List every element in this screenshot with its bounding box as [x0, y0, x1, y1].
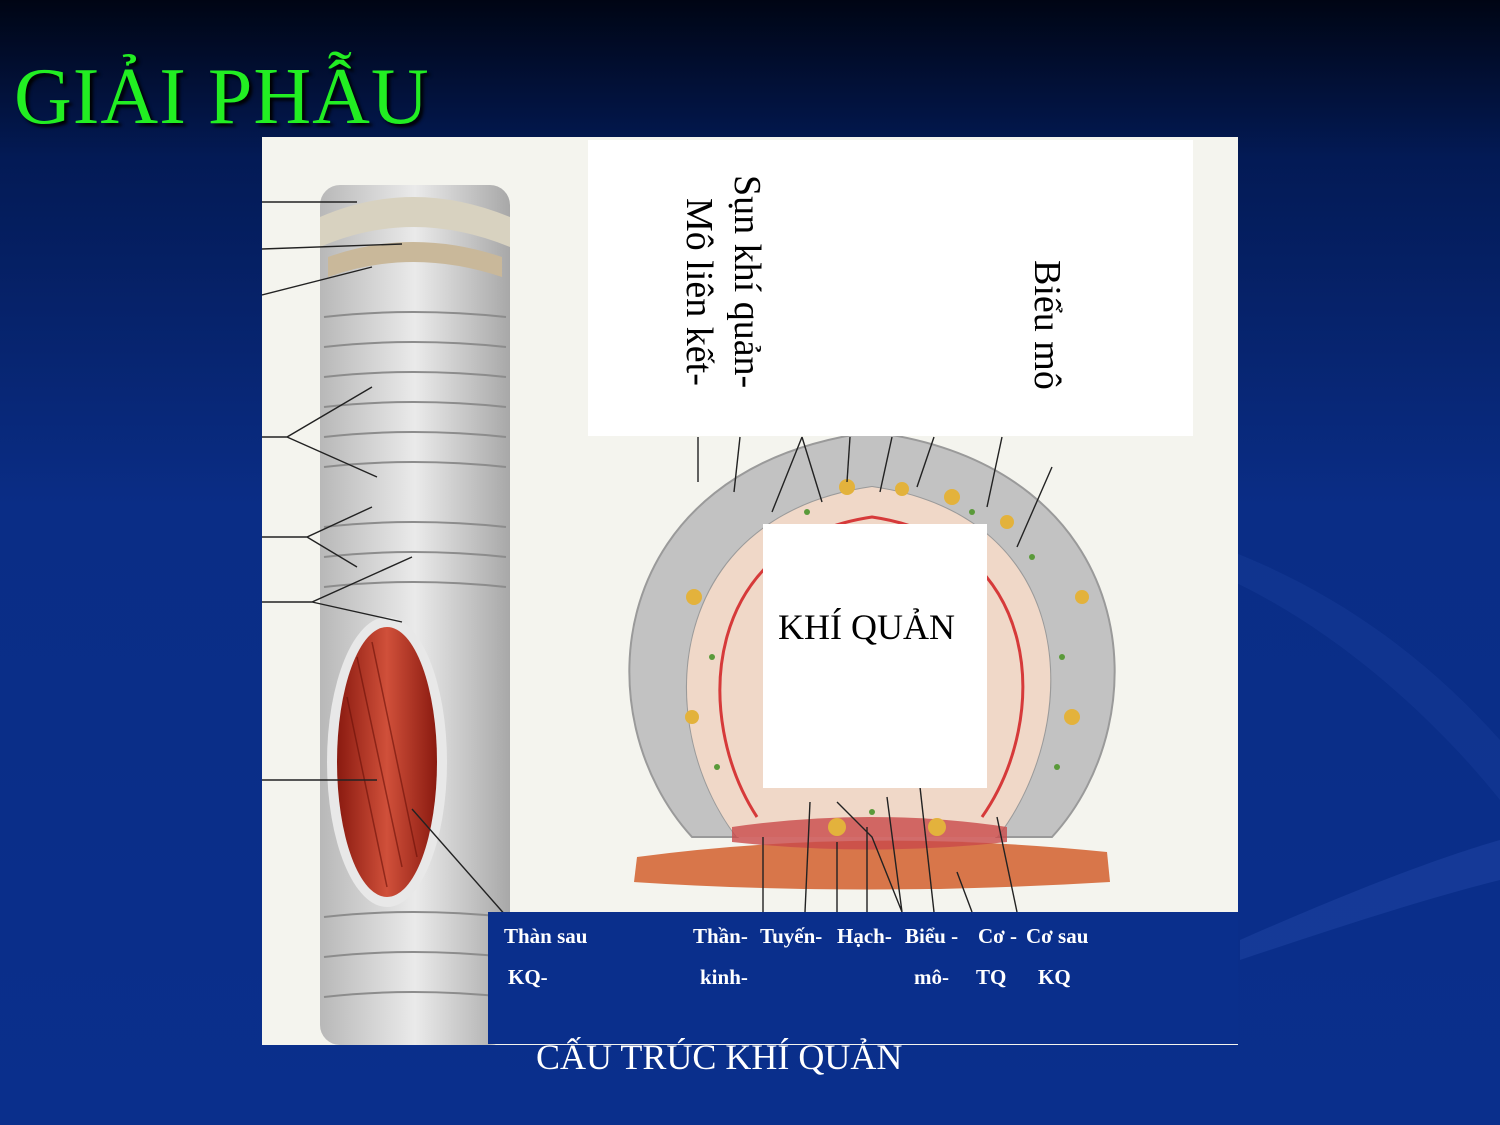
label-epithelium: Biểu mô — [1026, 260, 1068, 390]
label-tq: TQ — [976, 965, 1007, 989]
lumen-label-box: KHÍ QUẢN — [763, 524, 987, 788]
bottom-label-strip: Thàn sau Thần- Tuyến- Hạch- Biểu - Cơ - … — [488, 912, 1238, 1044]
label-posterior-nerve: Thàn sau — [504, 924, 588, 948]
top-label-panel: Sụn khí quản- Mô liên kết- Biểu mô — [588, 140, 1193, 436]
trachea-side-view — [262, 185, 510, 1045]
label-connective-tissue: Mô liên kết- — [678, 198, 720, 386]
label-nerve: Thần- — [693, 924, 748, 948]
slide-title: GIẢI PHẪU — [14, 53, 430, 141]
label-kq-2: KQ — [1038, 965, 1071, 989]
label-epithelium-bottom: Biểu - — [905, 924, 959, 948]
label-kq-1: KQ- — [508, 965, 548, 989]
label-muscle: Cơ - — [978, 924, 1018, 948]
label-ganglion: Hạch- — [837, 924, 892, 948]
lumen-label: KHÍ QUẢN — [778, 607, 955, 647]
label-gland: Tuyến- — [760, 924, 823, 948]
label-kinh: kinh- — [700, 965, 748, 989]
label-cartilage: Sụn khí quản- — [726, 175, 768, 389]
label-posterior-muscle: Cơ sau — [1026, 924, 1089, 948]
figure-caption: CẤU TRÚC KHÍ QUẢN — [536, 1037, 903, 1077]
label-mo: mô- — [914, 965, 949, 989]
